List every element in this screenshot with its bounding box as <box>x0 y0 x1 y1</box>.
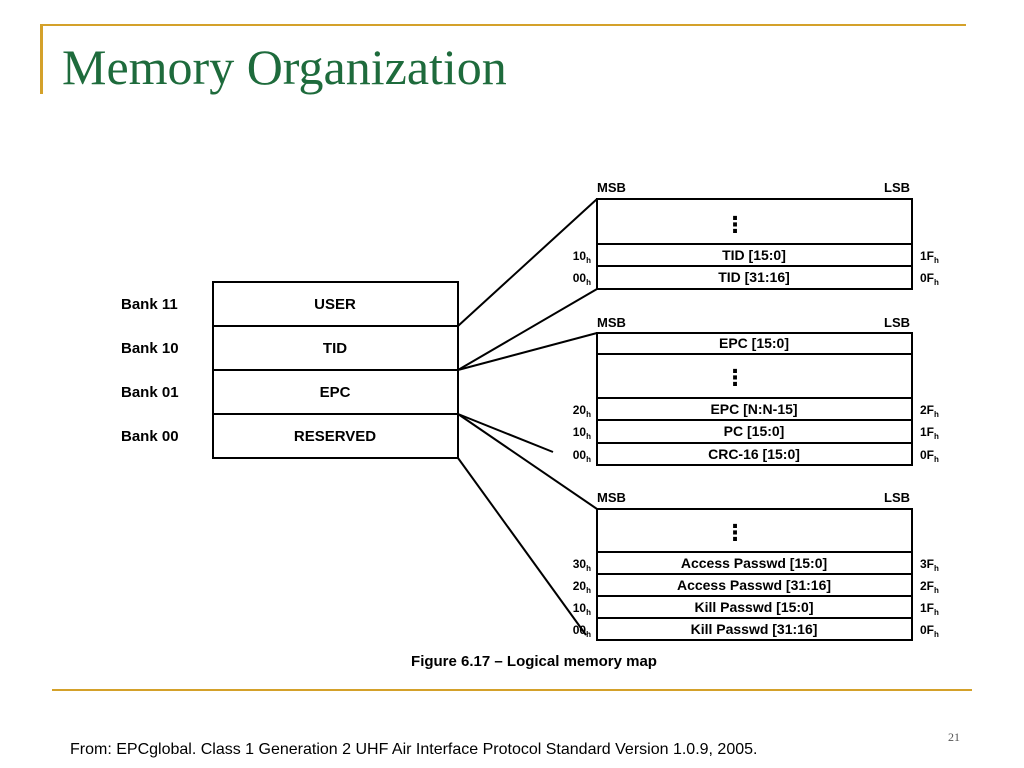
epc-row-1-label: PC [15:0] <box>724 423 785 439</box>
reserved-row-2-right-addr: 1Fh <box>920 601 939 617</box>
epc-msb-label: MSB <box>597 315 626 330</box>
epc-row-0-label: EPC [N:N-15] <box>710 401 797 417</box>
reserved-row-1-left-addr: 20h <box>573 579 591 595</box>
bank-label-01: Bank 01 <box>121 384 179 401</box>
reserved-row-3-left-addr: 00h <box>573 623 591 639</box>
bank-label-11: Bank 11 <box>121 296 178 313</box>
bottom-accent-line <box>52 689 972 691</box>
tid-map-box <box>596 198 913 290</box>
tid-msb-label: MSB <box>597 180 626 195</box>
reserved-row-3-right-addr: 0Fh <box>920 623 939 639</box>
reserved-map-box <box>596 508 913 641</box>
bank-name-reserved: RESERVED <box>294 428 376 445</box>
left-accent-line <box>40 24 43 94</box>
epc-row-0-right-addr: 2Fh <box>920 403 939 419</box>
reserved-row-0-label: Access Passwd [15:0] <box>681 555 827 571</box>
reserved-row-2-label: Kill Passwd [15:0] <box>694 599 813 615</box>
reserved-row-0-right-addr: 3Fh <box>920 557 939 573</box>
tid-lsb-label: LSB <box>884 180 910 195</box>
reserved-msb-label: MSB <box>597 490 626 505</box>
bank-label-10: Bank 10 <box>121 340 179 357</box>
bank-name-tid: TID <box>323 340 347 357</box>
epc-row-1-left-addr: 10h <box>573 425 591 441</box>
epc-row-2-left-addr: 00h <box>573 448 591 464</box>
epc-ellipsis: ⋮ <box>724 365 746 390</box>
epc-top-row-label: EPC [15:0] <box>719 335 789 351</box>
reserved-row-1-label: Access Passwd [31:16] <box>677 577 831 593</box>
tid-row-1-left-addr: 00h <box>573 271 591 287</box>
tid-row-0-left-addr: 10h <box>573 249 591 265</box>
reserved-row-0-left-addr: 30h <box>573 557 591 573</box>
bank-label-00: Bank 00 <box>121 428 179 445</box>
bank-name-user: USER <box>314 296 356 313</box>
tid-row-1-right-addr: 0Fh <box>920 271 939 287</box>
epc-row-2-label: CRC-16 [15:0] <box>708 446 800 462</box>
epc-row-1-right-addr: 1Fh <box>920 425 939 441</box>
tid-row-1-label: TID [31:16] <box>718 269 790 285</box>
bank-name-epc: EPC <box>320 384 351 401</box>
reserved-ellipsis: ⋮ <box>724 520 746 545</box>
epc-lsb-label: LSB <box>884 315 910 330</box>
epc-row-0-left-addr: 20h <box>573 403 591 419</box>
top-accent-line <box>40 24 966 26</box>
page-title: Memory Organization <box>62 39 507 95</box>
epc-map-box <box>596 332 913 466</box>
reserved-lsb-label: LSB <box>884 490 910 505</box>
reserved-row-1-right-addr: 2Fh <box>920 579 939 595</box>
tid-row-0-right-addr: 1Fh <box>920 249 939 265</box>
reserved-row-2-left-addr: 10h <box>573 601 591 617</box>
tid-ellipsis: ⋮ <box>724 212 746 237</box>
reserved-row-3-label: Kill Passwd [31:16] <box>691 621 818 637</box>
page-number: 21 <box>948 730 960 744</box>
source-footer: From: EPCglobal. Class 1 Generation 2 UH… <box>70 741 758 758</box>
tid-row-0-label: TID [15:0] <box>722 247 786 263</box>
figure-caption: Figure 6.17 – Logical memory map <box>411 653 657 670</box>
epc-row-2-right-addr: 0Fh <box>920 448 939 464</box>
connector-lines <box>457 198 598 636</box>
